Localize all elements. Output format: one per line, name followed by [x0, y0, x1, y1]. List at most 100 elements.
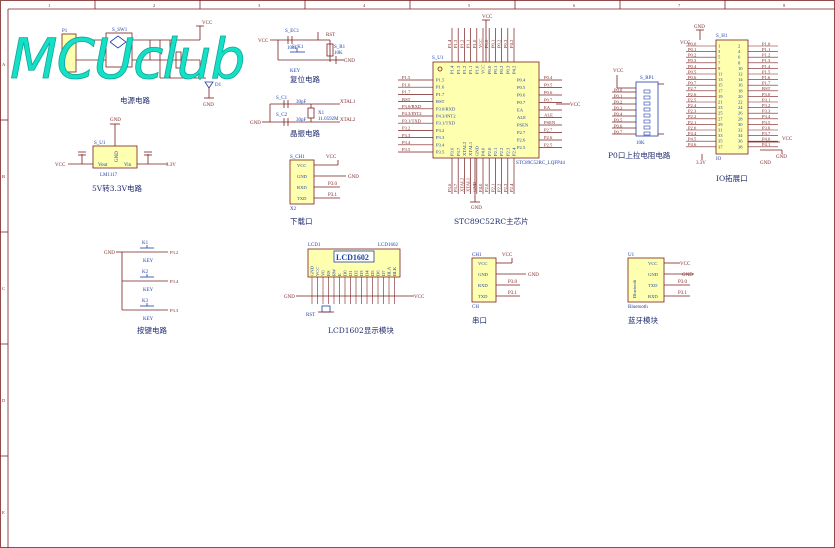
mcu-top-net-label: P1.4 — [447, 39, 452, 48]
mcu-left-net-label: P1.6 — [402, 82, 411, 87]
io-right-net-label: P3.3 — [762, 109, 771, 114]
mcu-top-pin-name: P0.0 — [487, 65, 492, 74]
io-right-pin-number: 2 — [738, 44, 741, 49]
download-labels: S_CH1 X2 VCC GND P3.0 P3.1 — [290, 155, 359, 212]
mcu-top-pin-name: P1.2 — [462, 65, 467, 74]
io-left-net-label: P2.0 — [688, 125, 697, 130]
reset-circuit-caption: 复位电路 — [290, 74, 320, 84]
mcu-top-net-label: P0.3 — [503, 39, 508, 48]
lcd-pin-name: BLK — [392, 266, 397, 276]
io-right-pin-number: 4 — [738, 49, 741, 54]
mcu-top-pins: P1.4P1.4P1.3P1.3P1.2P1.2P1.1P1.1P1.0P1.0… — [447, 28, 517, 74]
io-right-net-label: P4.1 — [762, 142, 771, 147]
mcu-bottom-net-label: XTAL1 — [466, 177, 471, 192]
reset-key-label: KEY — [290, 69, 301, 74]
bt-gnd: GND — [682, 273, 693, 278]
uart-port — [471, 257, 526, 303]
lcd-caption: LCD1602显示模块 — [328, 325, 394, 335]
mcu-top-pin-name: P0.1 — [493, 65, 498, 74]
reset-r-val: 10K — [334, 51, 343, 56]
mcu-right-net-label: EA — [544, 105, 551, 110]
io-left-net-label: P0.4 — [688, 64, 697, 69]
mcu-right-pin-name: ALE — [517, 115, 526, 120]
mcu-gnd: GND — [471, 206, 482, 211]
mcu-top-net-label: P0.0 — [484, 39, 489, 48]
io-right-pin-number: 32 — [738, 128, 743, 133]
uart-pin-name: TXD — [478, 294, 488, 299]
io-right-net-label: P3.4 — [762, 114, 771, 119]
uart-p31: P3.1 — [508, 291, 518, 296]
mcu-left-pin-name: P1.6 — [436, 85, 445, 90]
key1-ref: K1 — [142, 241, 149, 246]
mcu-top-net-label: P1.2 — [459, 39, 464, 48]
io-left-pin-number: 11 — [718, 72, 723, 77]
lcd-pin-name: D2 — [354, 270, 359, 276]
lcd-rst-label: RST — [306, 313, 315, 318]
lcd-gnd: GND — [284, 295, 295, 300]
io-left-net-label: P2.3 — [688, 109, 697, 114]
left-tick-label: B — [2, 174, 5, 179]
io-left-pin-number: 1 — [718, 44, 721, 49]
io-gnd: GND — [694, 25, 705, 30]
key3-label: KEY — [143, 317, 154, 322]
pullup-net-label: P0.3 — [614, 105, 623, 110]
lcd-pin-name: D1 — [348, 270, 353, 276]
io-left-pin-number: 7 — [718, 60, 721, 65]
key-net-label: P3.2 — [170, 250, 179, 255]
bt-part: Bluetooth — [628, 305, 648, 310]
io-left-pin-number: 19 — [718, 94, 723, 99]
mcu-bottom-pin-name: XTAL1 — [468, 141, 473, 156]
io-right-net-label: P3.2 — [762, 103, 771, 108]
download-vcc: VCC — [326, 155, 337, 160]
io-right-net-label: P1.3 — [762, 58, 771, 63]
uart-gnd: GND — [528, 273, 539, 278]
mcu-bottom-net-label: XTAL2 — [459, 177, 464, 192]
pullup-caption: P0口上拉电阻电路 — [608, 150, 671, 160]
power-circuit — [61, 25, 214, 99]
mcu-top-pin-name: P1.1 — [468, 65, 473, 74]
bt-p30: P3.0 — [678, 280, 688, 285]
mcu-left-pin-name: P3.4 — [436, 142, 445, 147]
mcu-caption: STC89C52RC主芯片 — [454, 216, 529, 226]
lcd-module — [296, 248, 414, 313]
ldo-vin-pin: Vin — [124, 163, 132, 168]
lcd-pin-name: VCC — [315, 267, 320, 276]
uart-pin-name: GND — [478, 272, 489, 277]
mcu-right-pin-name: P0.4 — [517, 78, 526, 83]
left-tick-label: A — [2, 62, 6, 67]
io-right-net-label: P3.6 — [762, 125, 771, 130]
lcd-pin-name: D3 — [359, 270, 364, 276]
reset-vcc: VCC — [258, 39, 269, 44]
mcu-labels: S_U1 STC89C52RC_LQFP44 VCC GND VCC — [432, 15, 581, 211]
mcu-top-net-label: P4.2 — [509, 39, 514, 48]
io-left-net-label: P4.6 — [688, 142, 697, 147]
lcd-pin-name: RS — [326, 270, 331, 276]
mcu-top-net-label: P0.1 — [490, 39, 495, 48]
pullup-net-label: P0.1 — [614, 93, 623, 98]
ldo-gnd: GND — [110, 118, 121, 123]
io-labels: S_H1 IO GND VCC VCC GND 3.3V GND — [680, 25, 793, 166]
key-net-label: P3.4 — [170, 279, 179, 284]
download-pin-name: VCC — [297, 163, 306, 168]
io-tag: IO — [716, 157, 722, 162]
bt-vcc: VCC — [680, 262, 691, 267]
lcd-pin-name: D6 — [376, 270, 381, 276]
mcu-left-net-label: P3.2 — [402, 126, 411, 131]
bluetooth-pin-name: GND — [648, 272, 659, 277]
io-header — [696, 29, 783, 160]
uart-p30: P3.0 — [508, 280, 518, 285]
io-right-pin-number: 30 — [738, 122, 743, 127]
lcd-pin-name: RW — [332, 268, 337, 276]
mcu-left-net-label: P4.3/INT2 — [402, 111, 422, 116]
mcu-bottom-pin-name: P2.4 — [512, 147, 517, 156]
lcd-pin-name: D4 — [365, 270, 370, 276]
key2-label: KEY — [143, 288, 154, 293]
mcu-left-pin-name: P1.7 — [436, 92, 445, 97]
mcu-bottom-net-label: P2.1 — [490, 183, 495, 192]
io-left-net-label: P0.6 — [688, 75, 697, 80]
mcu-right-net-label: P0.7 — [544, 98, 553, 103]
